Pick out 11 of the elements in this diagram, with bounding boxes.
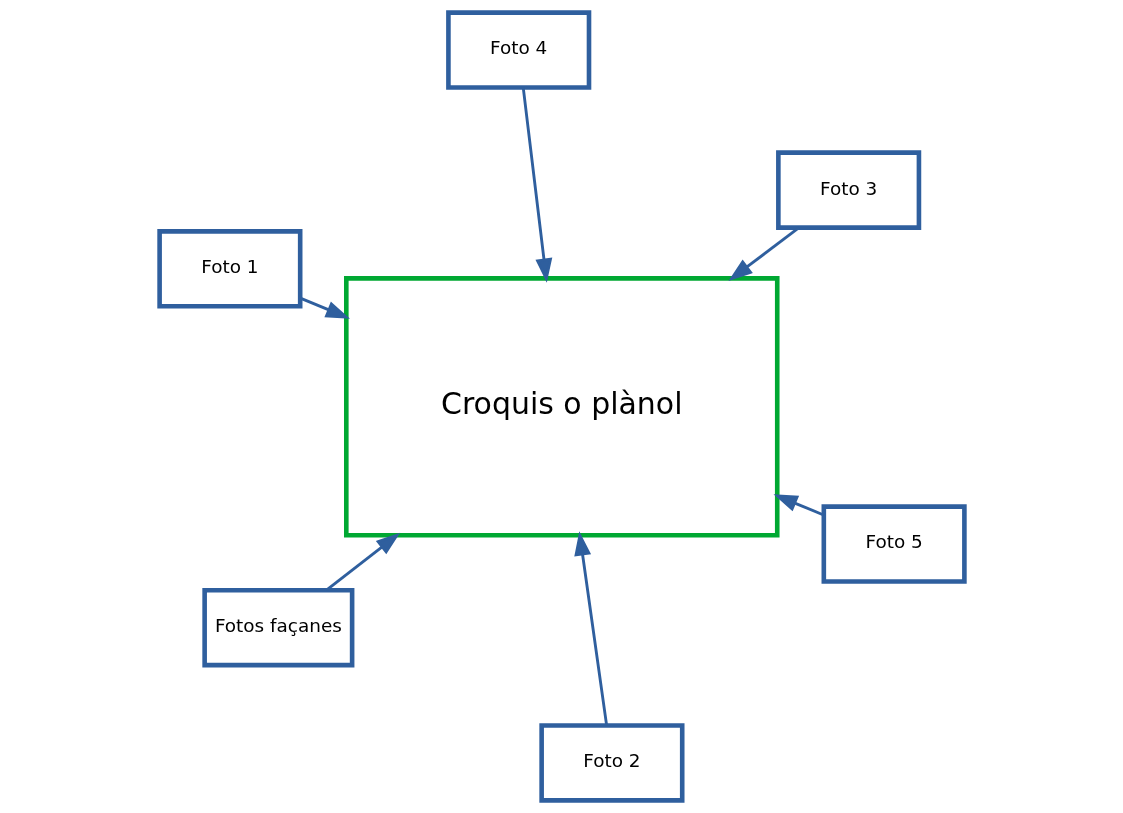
node-box: Foto 4 xyxy=(445,10,591,90)
arrow xyxy=(772,494,824,517)
arrow xyxy=(573,531,608,726)
arrow xyxy=(299,296,350,319)
node-box: Croquis o plànol xyxy=(343,276,780,538)
node-box: Foto 3 xyxy=(775,150,921,230)
node-box: Foto 1 xyxy=(156,229,302,309)
node-box: Fotos façanes xyxy=(201,587,354,668)
node-box: Foto 5 xyxy=(821,504,967,584)
arrow xyxy=(521,87,552,283)
node-box: Foto 2 xyxy=(538,723,684,803)
